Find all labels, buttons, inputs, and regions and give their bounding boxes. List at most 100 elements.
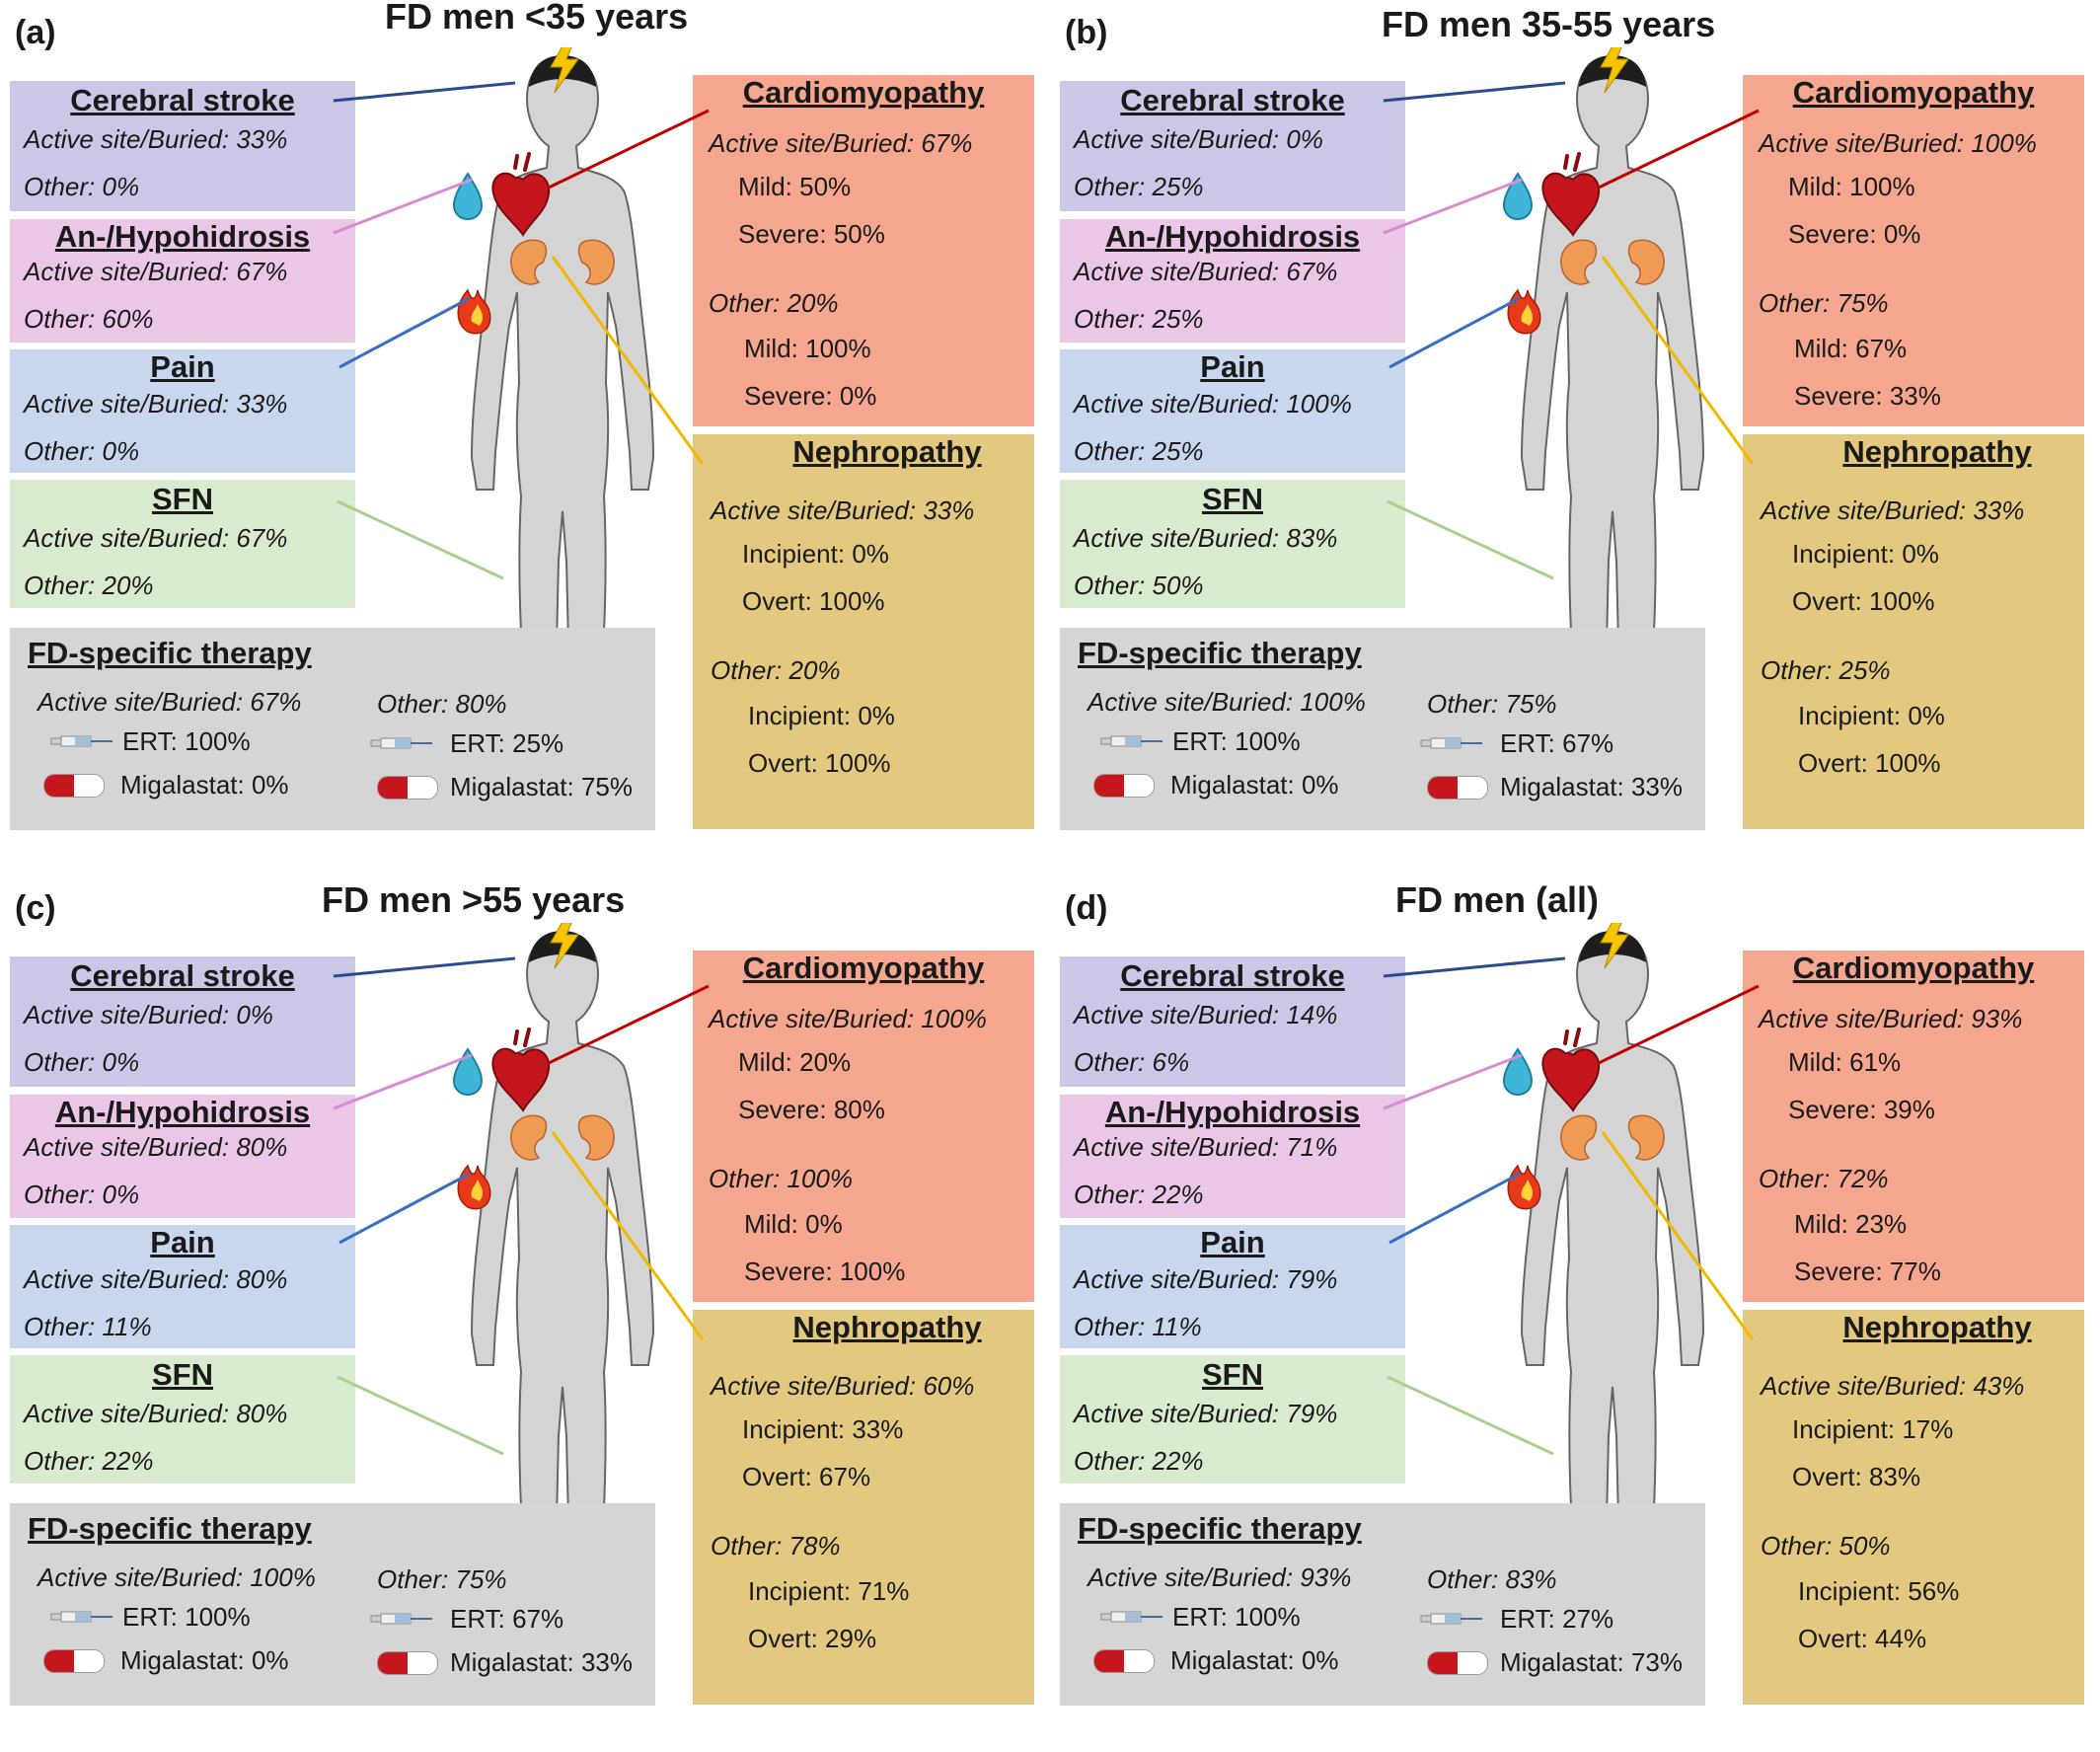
sfn-active: Active site/Buried: 79% xyxy=(1074,1399,1338,1428)
therapy-heading: FD-specific therapy xyxy=(1078,1511,1362,1546)
capsule-icon xyxy=(43,1649,105,1673)
cerebral-stroke-active: Active site/Buried: 14% xyxy=(1074,1000,1338,1029)
hypohidrosis-heading: An-/Hypohidrosis xyxy=(54,1095,311,1129)
nephropathy-box: Nephropathy Active site/Buried: 33% Inci… xyxy=(1743,434,2084,829)
panel-a: (a) FD men <35 years Cerebral stroke Act… xyxy=(0,0,1050,876)
pain-heading: Pain xyxy=(1200,1225,1265,1259)
sweat-drop-icon xyxy=(452,172,484,221)
therapy-box: FD-specific therapy Active site/Buried: … xyxy=(1060,1503,1705,1706)
hypohidrosis-other: Other: 22% xyxy=(1074,1180,1204,1209)
therapy-heading: FD-specific therapy xyxy=(1078,636,1362,670)
nephropathy-other-overt: Overt: 29% xyxy=(748,1624,877,1653)
cardiomyopathy-other-mild: Mild: 0% xyxy=(744,1209,843,1239)
cardiomyopathy-other-mild: Mild: 100% xyxy=(744,334,871,363)
cerebral-stroke-other: Other: 6% xyxy=(1074,1047,1190,1077)
syringe-icon xyxy=(370,737,432,749)
panel-label: (d) xyxy=(1065,889,1108,927)
cardiomyopathy-active-mild: Mild: 50% xyxy=(738,172,852,201)
cardiomyopathy-other-severe: Severe: 0% xyxy=(744,381,877,411)
nephropathy-other-incipient: Incipient: 0% xyxy=(1798,701,1945,730)
pain-heading: Pain xyxy=(150,349,215,384)
cardiomyopathy-heading: Cardiomyopathy xyxy=(742,75,985,110)
therapy-other-migalastat: Migalastat: 33% xyxy=(1500,772,1684,801)
syringe-icon xyxy=(1100,1611,1162,1623)
cardiomyopathy-other-mild: Mild: 23% xyxy=(1794,1209,1908,1239)
syringe-icon xyxy=(50,1611,112,1623)
nephropathy-other-overt: Overt: 100% xyxy=(748,748,891,778)
syringe-icon xyxy=(370,1613,432,1625)
cardiomyopathy-other: Other: 100% xyxy=(709,1164,853,1193)
therapy-other: Other: 75% xyxy=(1427,689,1557,719)
nephropathy-active: Active site/Buried: 33% xyxy=(711,495,975,525)
pain-box: Pain Active site/Buried: 33% Other: 0% xyxy=(10,349,355,473)
cardiomyopathy-active-severe: Severe: 0% xyxy=(1788,219,1921,249)
hypohidrosis-active: Active site/Buried: 71% xyxy=(1074,1132,1338,1162)
cardiomyopathy-other-severe: Severe: 33% xyxy=(1794,381,1941,411)
pain-other: Other: 25% xyxy=(1074,436,1204,466)
panel-c: (c) FD men >55 years Cerebral stroke Act… xyxy=(0,876,1050,1751)
therapy-active-ert: ERT: 100% xyxy=(122,1602,251,1632)
hypohidrosis-other: Other: 0% xyxy=(24,1180,140,1209)
heart-icon xyxy=(491,152,551,237)
panel-title: FD men <35 years xyxy=(385,0,689,37)
nephropathy-other-incipient: Incipient: 56% xyxy=(1798,1576,1960,1606)
pain-active: Active site/Buried: 33% xyxy=(24,389,288,419)
therapy-active-migalastat: Migalastat: 0% xyxy=(1170,770,1339,800)
therapy-box: FD-specific therapy Active site/Buried: … xyxy=(10,1503,655,1706)
cardiomyopathy-other: Other: 72% xyxy=(1759,1164,1889,1193)
capsule-icon xyxy=(377,1651,438,1675)
pain-active: Active site/Buried: 100% xyxy=(1074,389,1352,419)
panel-title: FD men >55 years xyxy=(322,879,626,920)
therapy-active-migalastat: Migalastat: 0% xyxy=(120,770,289,800)
sfn-other: Other: 20% xyxy=(24,571,154,600)
therapy-other-ert: ERT: 27% xyxy=(1500,1604,1614,1634)
sfn-box: SFN Active site/Buried: 67% Other: 20% xyxy=(10,480,355,608)
syringe-icon xyxy=(1420,1613,1482,1625)
sfn-other: Other: 22% xyxy=(24,1446,154,1476)
nephropathy-other-overt: Overt: 100% xyxy=(1798,748,1941,778)
cardiomyopathy-heading: Cardiomyopathy xyxy=(1792,951,2035,985)
cardiomyopathy-heading: Cardiomyopathy xyxy=(742,951,985,985)
sfn-other: Other: 22% xyxy=(1074,1446,1204,1476)
panel-d: (d) FD men (all) Cerebral stroke Active … xyxy=(1050,876,2100,1751)
nephropathy-other: Other: 50% xyxy=(1761,1531,1891,1561)
hypohidrosis-box: An-/Hypohidrosis Active site/Buried: 80%… xyxy=(10,1095,355,1218)
therapy-active: Active site/Buried: 100% xyxy=(38,1562,316,1592)
cerebral-stroke-other: Other: 0% xyxy=(24,172,140,201)
heart-icon xyxy=(1541,152,1601,237)
pain-active: Active site/Buried: 80% xyxy=(24,1264,288,1294)
therapy-heading: FD-specific therapy xyxy=(28,1511,312,1546)
cerebral-stroke-other: Other: 25% xyxy=(1074,172,1204,201)
nephropathy-box: Nephropathy Active site/Buried: 60% Inci… xyxy=(693,1310,1034,1705)
therapy-other-ert: ERT: 67% xyxy=(450,1604,564,1634)
cerebral-stroke-heading: Cerebral stroke xyxy=(1120,83,1345,117)
hypohidrosis-box: An-/Hypohidrosis Active site/Buried: 67%… xyxy=(1060,219,1405,343)
heart-icon xyxy=(1541,1028,1601,1112)
hypohidrosis-active: Active site/Buried: 67% xyxy=(1074,257,1338,286)
panel-b: (b) FD men 35-55 years Cerebral stroke A… xyxy=(1050,0,2100,876)
therapy-active-ert: ERT: 100% xyxy=(122,726,251,756)
therapy-active-ert: ERT: 100% xyxy=(1172,726,1301,756)
pain-other: Other: 11% xyxy=(1074,1312,1202,1341)
therapy-box: FD-specific therapy Active site/Buried: … xyxy=(1060,628,1705,830)
therapy-other: Other: 83% xyxy=(1427,1564,1557,1594)
sfn-heading: SFN xyxy=(1202,1357,1263,1392)
cerebral-stroke-other: Other: 0% xyxy=(24,1047,140,1077)
nephropathy-active-overt: Overt: 100% xyxy=(742,586,885,616)
lightning-icon xyxy=(550,47,579,94)
nephropathy-other-incipient: Incipient: 71% xyxy=(748,1576,910,1606)
sweat-drop-icon xyxy=(452,1047,484,1097)
sfn-heading: SFN xyxy=(152,1357,213,1392)
pain-other: Other: 11% xyxy=(24,1312,152,1341)
therapy-box: FD-specific therapy Active site/Buried: … xyxy=(10,628,655,830)
cardiomyopathy-active-severe: Severe: 50% xyxy=(738,219,885,249)
therapy-other-ert: ERT: 25% xyxy=(450,728,564,758)
cardiomyopathy-box: Cardiomyopathy Active site/Buried: 100% … xyxy=(693,951,1034,1302)
sfn-box: SFN Active site/Buried: 79% Other: 22% xyxy=(1060,1355,1405,1484)
pain-other: Other: 0% xyxy=(24,436,140,466)
nephropathy-active-overt: Overt: 83% xyxy=(1792,1462,1921,1491)
hypohidrosis-active: Active site/Buried: 80% xyxy=(24,1132,288,1162)
lightning-icon xyxy=(550,923,579,969)
cerebral-stroke-box: Cerebral stroke Active site/Buried: 0% O… xyxy=(1060,81,1405,211)
cardiomyopathy-box: Cardiomyopathy Active site/Buried: 67% M… xyxy=(693,75,1034,426)
